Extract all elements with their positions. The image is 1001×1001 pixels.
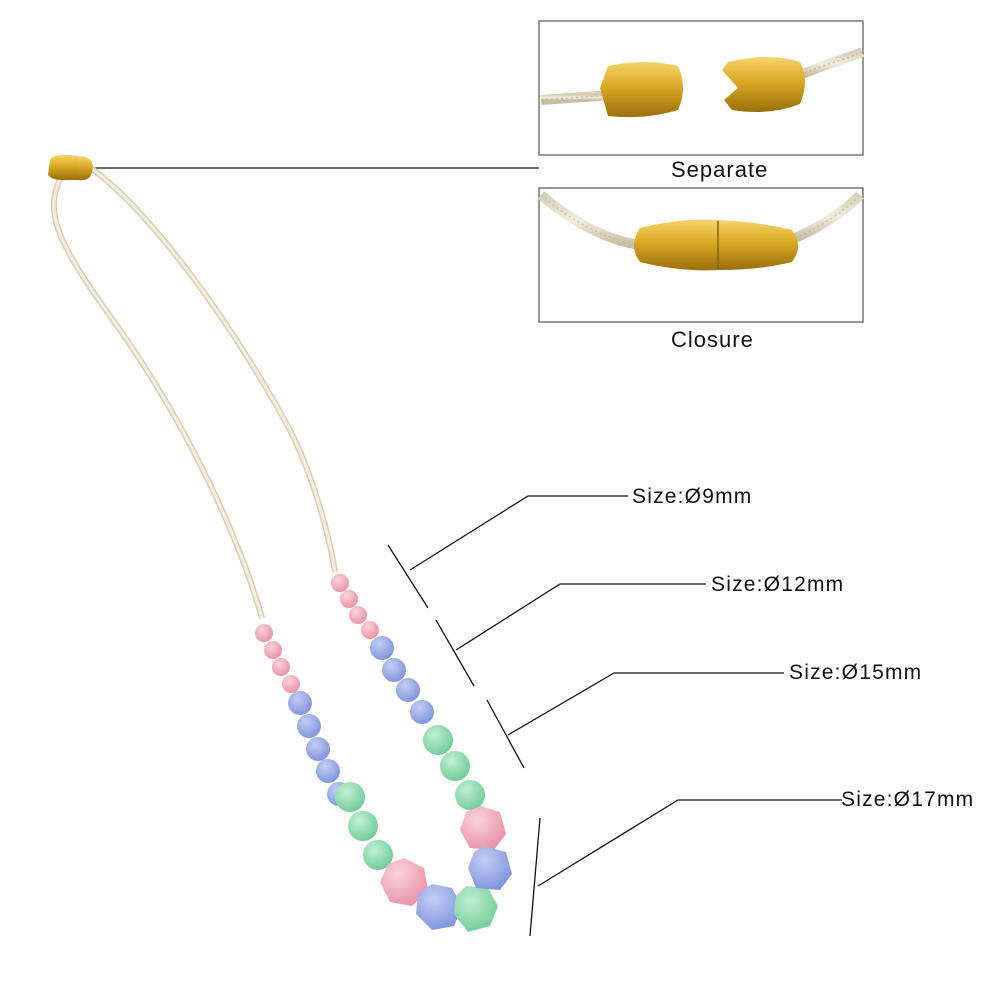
size-label-15mm: Size:Ø15mm — [789, 661, 923, 684]
size-label-9mm: Size:Ø9mm — [632, 485, 753, 508]
closure-clasp-icon — [537, 191, 864, 271]
closure-label: Closure — [671, 327, 754, 352]
bead-strand-right — [331, 574, 485, 810]
necklace-cord — [50, 163, 338, 619]
separate-panel — [538, 20, 864, 156]
necklace-clasp-icon — [48, 154, 93, 181]
separate-label: Separate — [671, 157, 769, 182]
size-label-12mm: Size:Ø12mm — [711, 573, 845, 596]
separate-clasp-icon — [540, 47, 865, 118]
hexagon-beads — [380, 806, 512, 932]
size-label-17mm: Size:Ø17mm — [841, 788, 975, 811]
size-leader-lines — [387, 495, 842, 937]
bead-strand-left — [255, 624, 393, 870]
